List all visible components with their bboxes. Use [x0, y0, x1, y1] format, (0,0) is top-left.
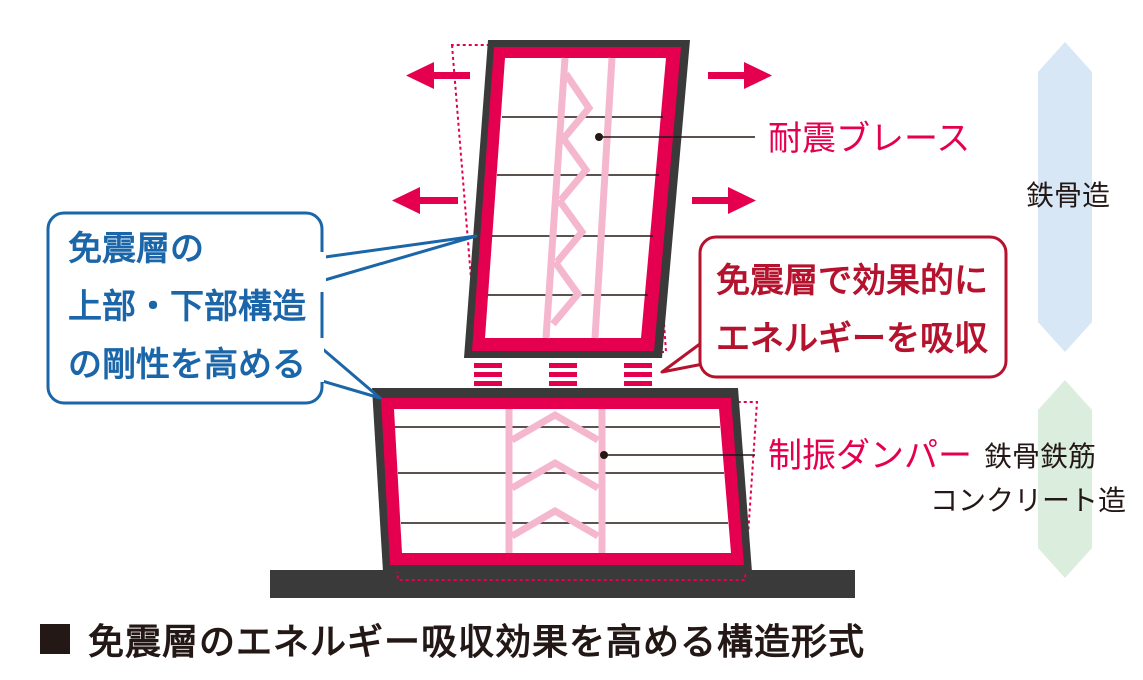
callout-red-line1: 免震層で効果的に: [716, 261, 988, 301]
callout-energy: 免震層で効果的に エネルギーを吸収: [660, 235, 1008, 379]
damper-leader-dot: [600, 451, 608, 459]
figure-caption: 免震層のエネルギー吸収効果を高める構造形式: [40, 614, 865, 664]
brace-leader-dot: [595, 133, 603, 141]
callout-rigidity: 免震層の 上部・下部構造 の剛性を高める: [46, 211, 478, 405]
structure-type-bands: 鉄骨造 鉄骨鉄筋 コンクリート造: [930, 42, 1126, 578]
movement-arrows: [392, 62, 772, 214]
black-square-icon: [40, 624, 70, 654]
band-steel: [1038, 42, 1092, 352]
lower-structure: [372, 388, 759, 581]
lower-frame-interior: [394, 409, 731, 553]
label-brace: 耐震ブレース: [768, 119, 970, 159]
label-damper: 制振ダンパー: [768, 436, 972, 476]
lower-bracing: [505, 409, 606, 553]
callout-red-line2: エネルギーを吸収: [716, 319, 988, 359]
upper-frame-interior: [485, 58, 666, 338]
callout-blue-pointer: [316, 234, 478, 284]
arrow-icon: [392, 187, 458, 214]
callout-blue-line2: 上部・下部構造: [68, 287, 306, 327]
isolation-devices: [474, 363, 652, 386]
arrow-icon: [406, 62, 470, 89]
label-src-line2: コンクリート造: [930, 484, 1126, 517]
band-src: [1038, 380, 1092, 578]
callout-red-box: [698, 235, 1008, 379]
caption-text: 免震層のエネルギー吸収効果を高める構造形式: [88, 622, 866, 663]
upper-outline-dotted: [450, 44, 668, 353]
callout-blue-line1: 免震層の: [68, 229, 204, 269]
upper-structure: [450, 40, 690, 358]
arrow-icon: [692, 187, 756, 214]
callout-blue-box: [46, 211, 324, 405]
ground-slab: [270, 570, 855, 598]
upper-bracing: [542, 57, 616, 339]
label-steel-structure: 鉄骨造: [1026, 179, 1110, 212]
label-src-line1: 鉄骨鉄筋: [984, 440, 1096, 473]
arrow-icon: [708, 62, 772, 89]
callout-blue-line3: の剛性を高める: [68, 345, 306, 385]
